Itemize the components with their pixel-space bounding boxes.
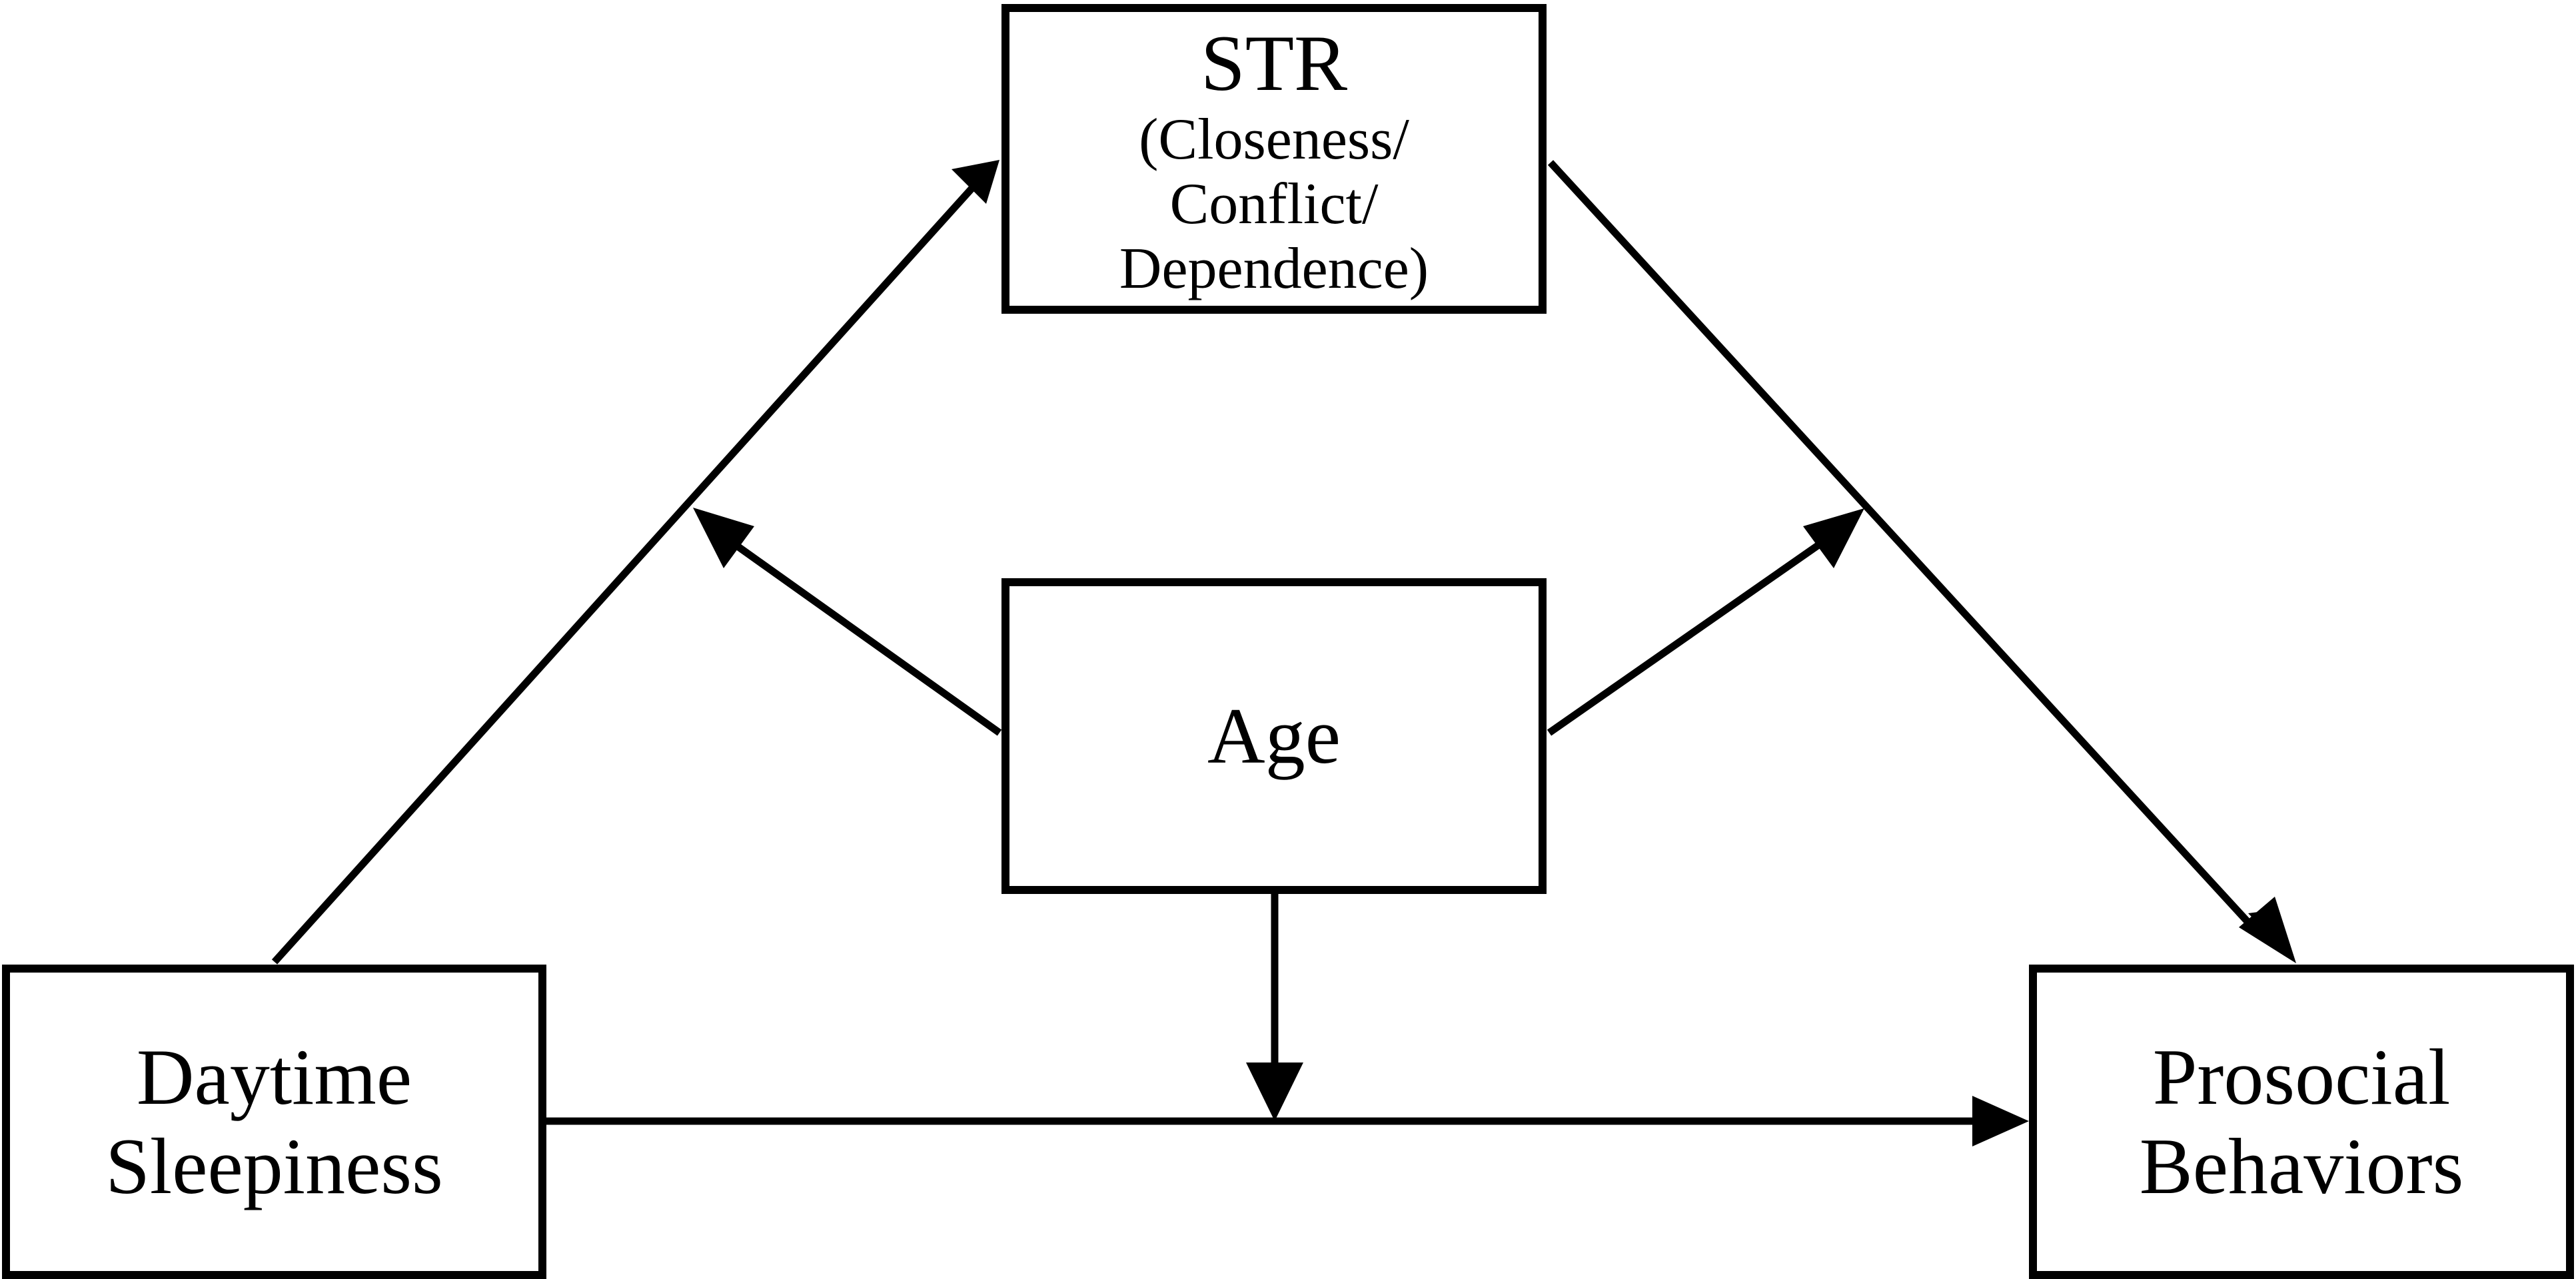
node-age-label: Age: [1207, 691, 1341, 780]
node-str-line-1: (Closeness/: [1139, 107, 1409, 173]
arrowhead-daytime-to-prosocial: [1972, 1096, 2029, 1146]
node-str-line-3: Dependence): [1119, 236, 1429, 301]
node-prosocial-behaviors: Prosocial Behaviors: [2029, 965, 2574, 1279]
arrowhead-daytime-to-str: [952, 160, 999, 204]
node-str-title: STR: [1200, 19, 1348, 107]
arrowhead-age-to-right-path: [1803, 508, 1864, 568]
arrowhead-age-to-bottom-path: [1246, 1063, 1303, 1121]
node-prosocial-line-1: Prosocial: [2152, 1032, 2451, 1121]
edge-daytime-to-str: [271, 177, 983, 965]
edge-str-to-prosocial: [1547, 160, 2262, 937]
edge-age-to-left-path: [724, 535, 1002, 736]
node-str: STR (Closeness/ Conflict/ Dependence): [1001, 4, 1547, 314]
node-daytime-sleepiness: Daytime Sleepiness: [2, 965, 546, 1279]
edge-age-to-right-path: [1547, 538, 1827, 736]
node-daytime-line-1: Daytime: [136, 1032, 412, 1121]
node-age: Age: [1001, 578, 1547, 894]
node-str-line-2: Conflict/: [1169, 172, 1379, 237]
node-prosocial-line-2: Behaviors: [2139, 1122, 2464, 1210]
arrowhead-age-to-left-path: [693, 508, 754, 568]
node-daytime-line-2: Sleepiness: [105, 1122, 443, 1210]
